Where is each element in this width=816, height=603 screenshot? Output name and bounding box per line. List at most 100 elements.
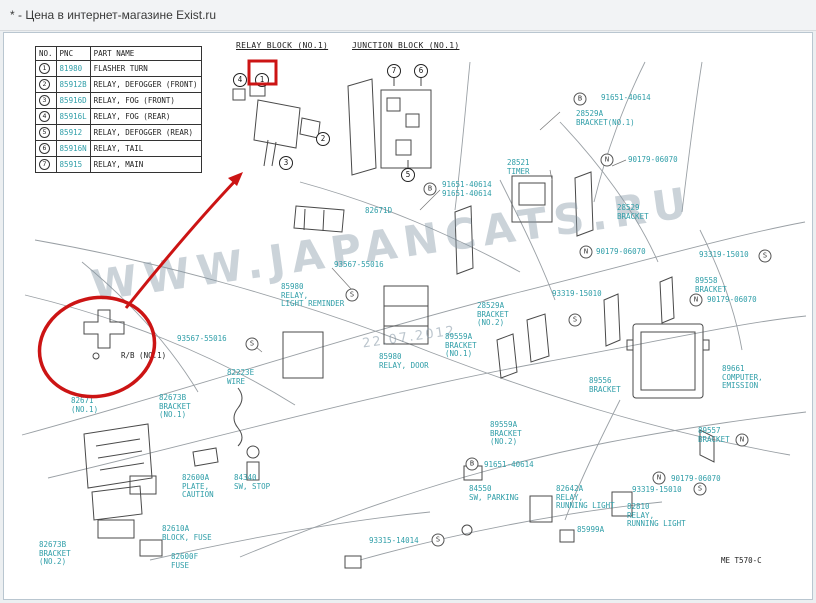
pnc-cell[interactable]: 85916L [55,108,91,125]
pnc-cell[interactable]: 85912 [55,124,91,141]
price-note: * - Цена в интернет-магазине Exist.ru [0,0,816,31]
part-label: ME T570-C [721,556,762,565]
part-label: R/B (NO.1) [121,351,167,360]
callout-number: 3 [279,156,293,170]
callout-number: 6 [414,64,428,78]
pnc-cell[interactable]: 85912B [55,76,91,93]
row-number-badge: 7 [39,159,50,170]
row-number-cell: 7 [35,156,57,173]
relay-block-title: RELAY BLOCK (NO.1) [236,41,329,50]
part-name-cell: RELAY, DEFOGGER (REAR) [89,124,202,141]
fastener-marker: N [600,153,614,167]
fastener-marker: B [465,457,479,471]
fastener-marker: N [689,293,703,307]
callout-number: 1 [255,73,269,87]
part-label: 93319-15010 [699,250,749,259]
row-number-cell: 3 [35,92,57,109]
row-number-cell: 4 [35,108,57,125]
row-number-badge: 5 [39,127,50,138]
fastener-marker: S [568,313,582,327]
row-number-badge: 3 [39,95,50,106]
part-label: 91651-40614 [484,460,534,469]
fastener-marker: N [579,245,593,259]
row-number-cell: 5 [35,124,57,141]
pnc-cell[interactable]: 85915 [55,156,91,173]
fastener-marker: S [758,249,772,263]
pnc-cell[interactable]: 85916D [55,92,91,109]
part-label: 90179-06070 [707,295,757,304]
fastener-marker: S [245,337,259,351]
fastener-marker: B [573,92,587,106]
fastener-marker: N [652,471,666,485]
column-header: PNC [55,46,91,61]
part-name-cell: RELAY, DEFOGGER (FRONT) [89,76,202,93]
junction-block-title: JUNCTION BLOCK (NO.1) [352,41,460,50]
part-label: 82671(NO.1) [71,396,99,414]
part-label: 93567-55016 [177,334,227,343]
row-number-cell: 2 [35,76,57,93]
callout-number: 4 [233,73,247,87]
part-label: 90179-06070 [671,474,721,483]
row-number-cell: 1 [35,60,57,77]
fastener-marker: S [431,533,445,547]
part-name-cell: RELAY, FOG (REAR) [89,108,202,125]
part-label: 90179-06070 [628,155,678,164]
fastener-marker: S [345,288,359,302]
part-name-cell: FLASHER TURN [89,60,202,77]
column-header: NO. [35,46,57,61]
callout-number: 2 [316,132,330,146]
callout-number: 5 [401,168,415,182]
part-label: 85999A [577,525,605,534]
part-label: 93567-55016 [334,260,384,269]
row-number-badge: 6 [39,143,50,154]
part-name-cell: RELAY, MAIN [89,156,202,173]
row-number-badge: 1 [39,63,50,74]
part-label: 93315-14014 [369,536,419,545]
pnc-cell[interactable]: 85916N [55,140,91,157]
pnc-cell[interactable]: 81980 [55,60,91,77]
row-number-badge: 4 [39,111,50,122]
fastener-marker: N [735,433,749,447]
column-header: PART NAME [89,46,202,61]
fastener-marker: S [693,482,707,496]
part-name-cell: RELAY, TAIL [89,140,202,157]
part-label: 93319-15010 [552,289,602,298]
part-label: 91651-40614 [601,93,651,102]
row-number-cell: 6 [35,140,57,157]
fastener-marker: B [423,182,437,196]
part-name-cell: RELAY, FOG (FRONT) [89,92,202,109]
part-label: 93319-15010 [632,485,682,494]
callout-number: 7 [387,64,401,78]
